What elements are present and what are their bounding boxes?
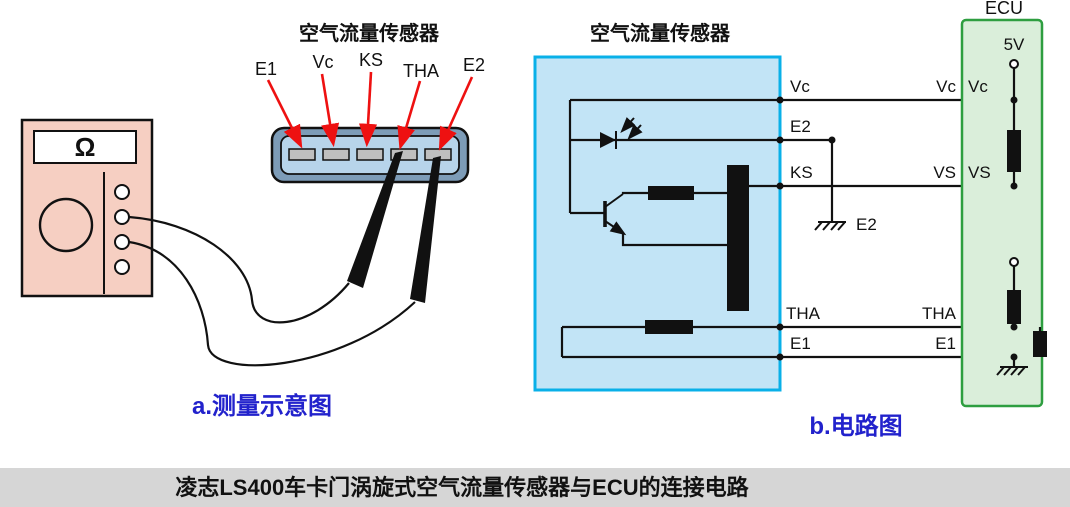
measurement-panel: 空气流量传感器 Ω E1 Vc KS — [20, 21, 485, 420]
e2-ground: E2 — [814, 136, 877, 234]
meter-jack-2 — [114, 209, 130, 225]
resistor-tha-gnd — [1033, 331, 1047, 357]
led-light-arrow-1 — [620, 117, 636, 133]
pin-e1 — [288, 148, 316, 161]
sensor-title-right: 空气流量传感器 — [590, 21, 731, 45]
pin-pointer-arrow-e1 — [266, 79, 303, 149]
term-ks: KS — [790, 163, 813, 182]
meter-jack-3 — [114, 234, 130, 250]
supply-terminal — [1009, 59, 1019, 69]
ecu-term-vc-outer: Vc — [936, 77, 956, 96]
ecu-title: ECU — [985, 0, 1023, 18]
ground-hatches — [814, 221, 846, 231]
ecu-supply-label: 5V — [1004, 35, 1025, 54]
sensor-internal-circuit — [560, 98, 780, 359]
test-probe-2 — [410, 156, 441, 303]
pin-ks — [356, 148, 384, 161]
meter-jack-1 — [114, 184, 130, 200]
transistor-collector — [604, 193, 624, 208]
term-tha: THA — [786, 304, 821, 323]
pin-pointer-arrow-ks — [358, 71, 378, 148]
node-vc — [776, 96, 784, 104]
ecu-term-vs-inner: VS — [968, 163, 991, 182]
ecu-term-tha: THA — [922, 304, 957, 323]
node-ecu-vs — [1010, 182, 1018, 190]
tha-pullup-terminal — [1009, 257, 1019, 267]
ecu-ground-hatches — [996, 366, 1026, 376]
ecu-box — [960, 18, 1044, 408]
ecu-block: ECU 5V Vc VS — [960, 0, 1047, 408]
meter-lead-wire-1 — [128, 215, 350, 324]
ecu-term-e1: E1 — [935, 334, 956, 353]
resistor-collector — [648, 186, 694, 200]
node-tha — [776, 323, 784, 331]
pin-vc — [322, 148, 350, 161]
meter-jack-4 — [114, 259, 130, 275]
term-e1: E1 — [790, 334, 811, 353]
figure-caption: 凌志LS400车卡门涡旋式空气流量传感器与ECU的连接电路 — [175, 475, 749, 500]
term-vc: Vc — [790, 77, 810, 96]
thermistor-resistor — [645, 320, 693, 334]
ohm-symbol: Ω — [75, 132, 96, 162]
caption-measure: a.测量示意图 — [192, 392, 332, 420]
node-e1 — [776, 353, 784, 361]
node-ks — [776, 182, 784, 190]
test-probe-1 — [347, 151, 403, 288]
pin-pointer-arrow-vc — [320, 73, 340, 148]
multimeter-dial — [38, 197, 94, 253]
sensor-title-left: 空气流量传感器 — [299, 21, 440, 45]
bottom-caption-bar: 凌志LS400车卡门涡旋式空气流量传感器与ECU的连接电路 — [0, 468, 1070, 507]
ecu-term-vc-inner: Vc — [968, 77, 988, 96]
ground-label-e2: E2 — [856, 215, 877, 234]
vortex-element-bar — [727, 165, 749, 311]
pin-pointer-arrow-tha — [397, 80, 422, 150]
pin-pointer-arrow-e2 — [438, 76, 474, 151]
collector-wire — [621, 191, 648, 195]
ecu-term-vs-outer: VS — [933, 163, 956, 182]
led-light-arrow-2 — [627, 124, 643, 140]
pin-label-vc: Vc — [312, 52, 333, 72]
pin-label-tha: THA — [403, 61, 439, 81]
led-icon — [600, 132, 616, 148]
pin-label-e1: E1 — [255, 59, 277, 79]
node-ecu-vc — [1010, 96, 1018, 104]
circuit-panel: 空气流量传感器 — [533, 0, 1047, 440]
emitter-wire — [621, 233, 727, 247]
caption-circuit: b.电路图 — [809, 412, 902, 440]
pin-label-ks: KS — [359, 50, 383, 70]
node-ecu-tha — [1010, 323, 1018, 331]
transistor-emitter — [604, 220, 627, 236]
caption-bar-bg — [0, 468, 1070, 507]
multimeter: Ω — [20, 118, 154, 298]
pin-label-e2: E2 — [463, 55, 485, 75]
pullup-resistor-tha — [1007, 290, 1021, 324]
meter-lead-wire-2 — [128, 240, 416, 367]
node-e2 — [776, 136, 784, 144]
multimeter-display — [33, 130, 137, 164]
pullup-resistor-vs — [1007, 130, 1021, 172]
term-e2: E2 — [790, 117, 811, 136]
